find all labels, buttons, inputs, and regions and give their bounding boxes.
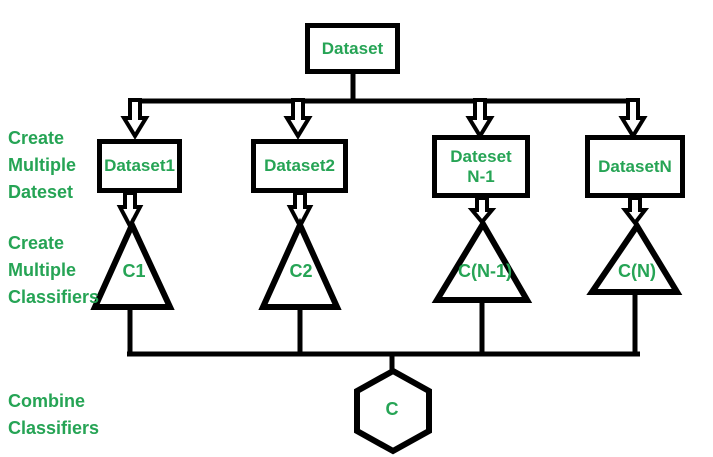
dataset-root-box: Dataset bbox=[305, 23, 400, 74]
classifier-c2-label: C2 bbox=[289, 261, 313, 281]
down-arrow-icon bbox=[116, 191, 144, 231]
stage-label-line: Create bbox=[8, 233, 65, 253]
down-arrow-icon bbox=[465, 98, 495, 140]
down-arrow-icon bbox=[467, 196, 497, 226]
down-arrow-icon bbox=[286, 191, 314, 231]
dataset-n-1-label-line1: Dateset bbox=[450, 146, 512, 166]
stage-label-line: Classifiers bbox=[8, 418, 100, 438]
dataset-n-label: DatasetN bbox=[598, 156, 672, 176]
classifier-cn1-label: C(N-1) bbox=[458, 261, 512, 281]
dataset-n-box: DatasetN bbox=[585, 135, 685, 198]
dataset-root-label: Dataset bbox=[321, 38, 384, 58]
stage-label-line: Dateset bbox=[8, 182, 74, 202]
down-arrow-icon bbox=[620, 196, 650, 227]
classifier-cn-label: C(N) bbox=[618, 261, 656, 281]
dataset-n-1-label-line2: N-1 bbox=[467, 166, 495, 186]
dataset-n-1-box: Dateset N-1 bbox=[432, 135, 530, 198]
stage-label-line: Multiple bbox=[8, 155, 76, 175]
dataset2-box: Dataset2 bbox=[251, 139, 348, 193]
dataset1-label: Dataset1 bbox=[104, 156, 175, 176]
stage-label-line: Combine bbox=[8, 391, 86, 411]
down-arrow-icon bbox=[283, 98, 313, 140]
classifier-triangle-cn bbox=[586, 220, 683, 295]
stage-label-create-classifiers: Create Multiple Classifiers bbox=[8, 230, 99, 311]
combiner-label: C bbox=[385, 399, 399, 419]
combiner-hexagon bbox=[354, 367, 432, 455]
dataset2-label: Dataset2 bbox=[264, 156, 335, 176]
stage-label-combine-classifiers: Combine Classifiers bbox=[8, 388, 99, 442]
classifier-c1-label: C1 bbox=[122, 261, 146, 281]
stage-label-create-datasets: Create Multiple Dateset bbox=[8, 125, 76, 206]
down-arrow-icon bbox=[618, 98, 648, 140]
stage-label-line: Multiple bbox=[8, 260, 76, 280]
stage-label-line: Classifiers bbox=[8, 287, 100, 307]
stage-label-line: Create bbox=[8, 128, 65, 148]
down-arrow-icon bbox=[120, 98, 150, 140]
dataset1-box: Dataset1 bbox=[97, 139, 182, 193]
